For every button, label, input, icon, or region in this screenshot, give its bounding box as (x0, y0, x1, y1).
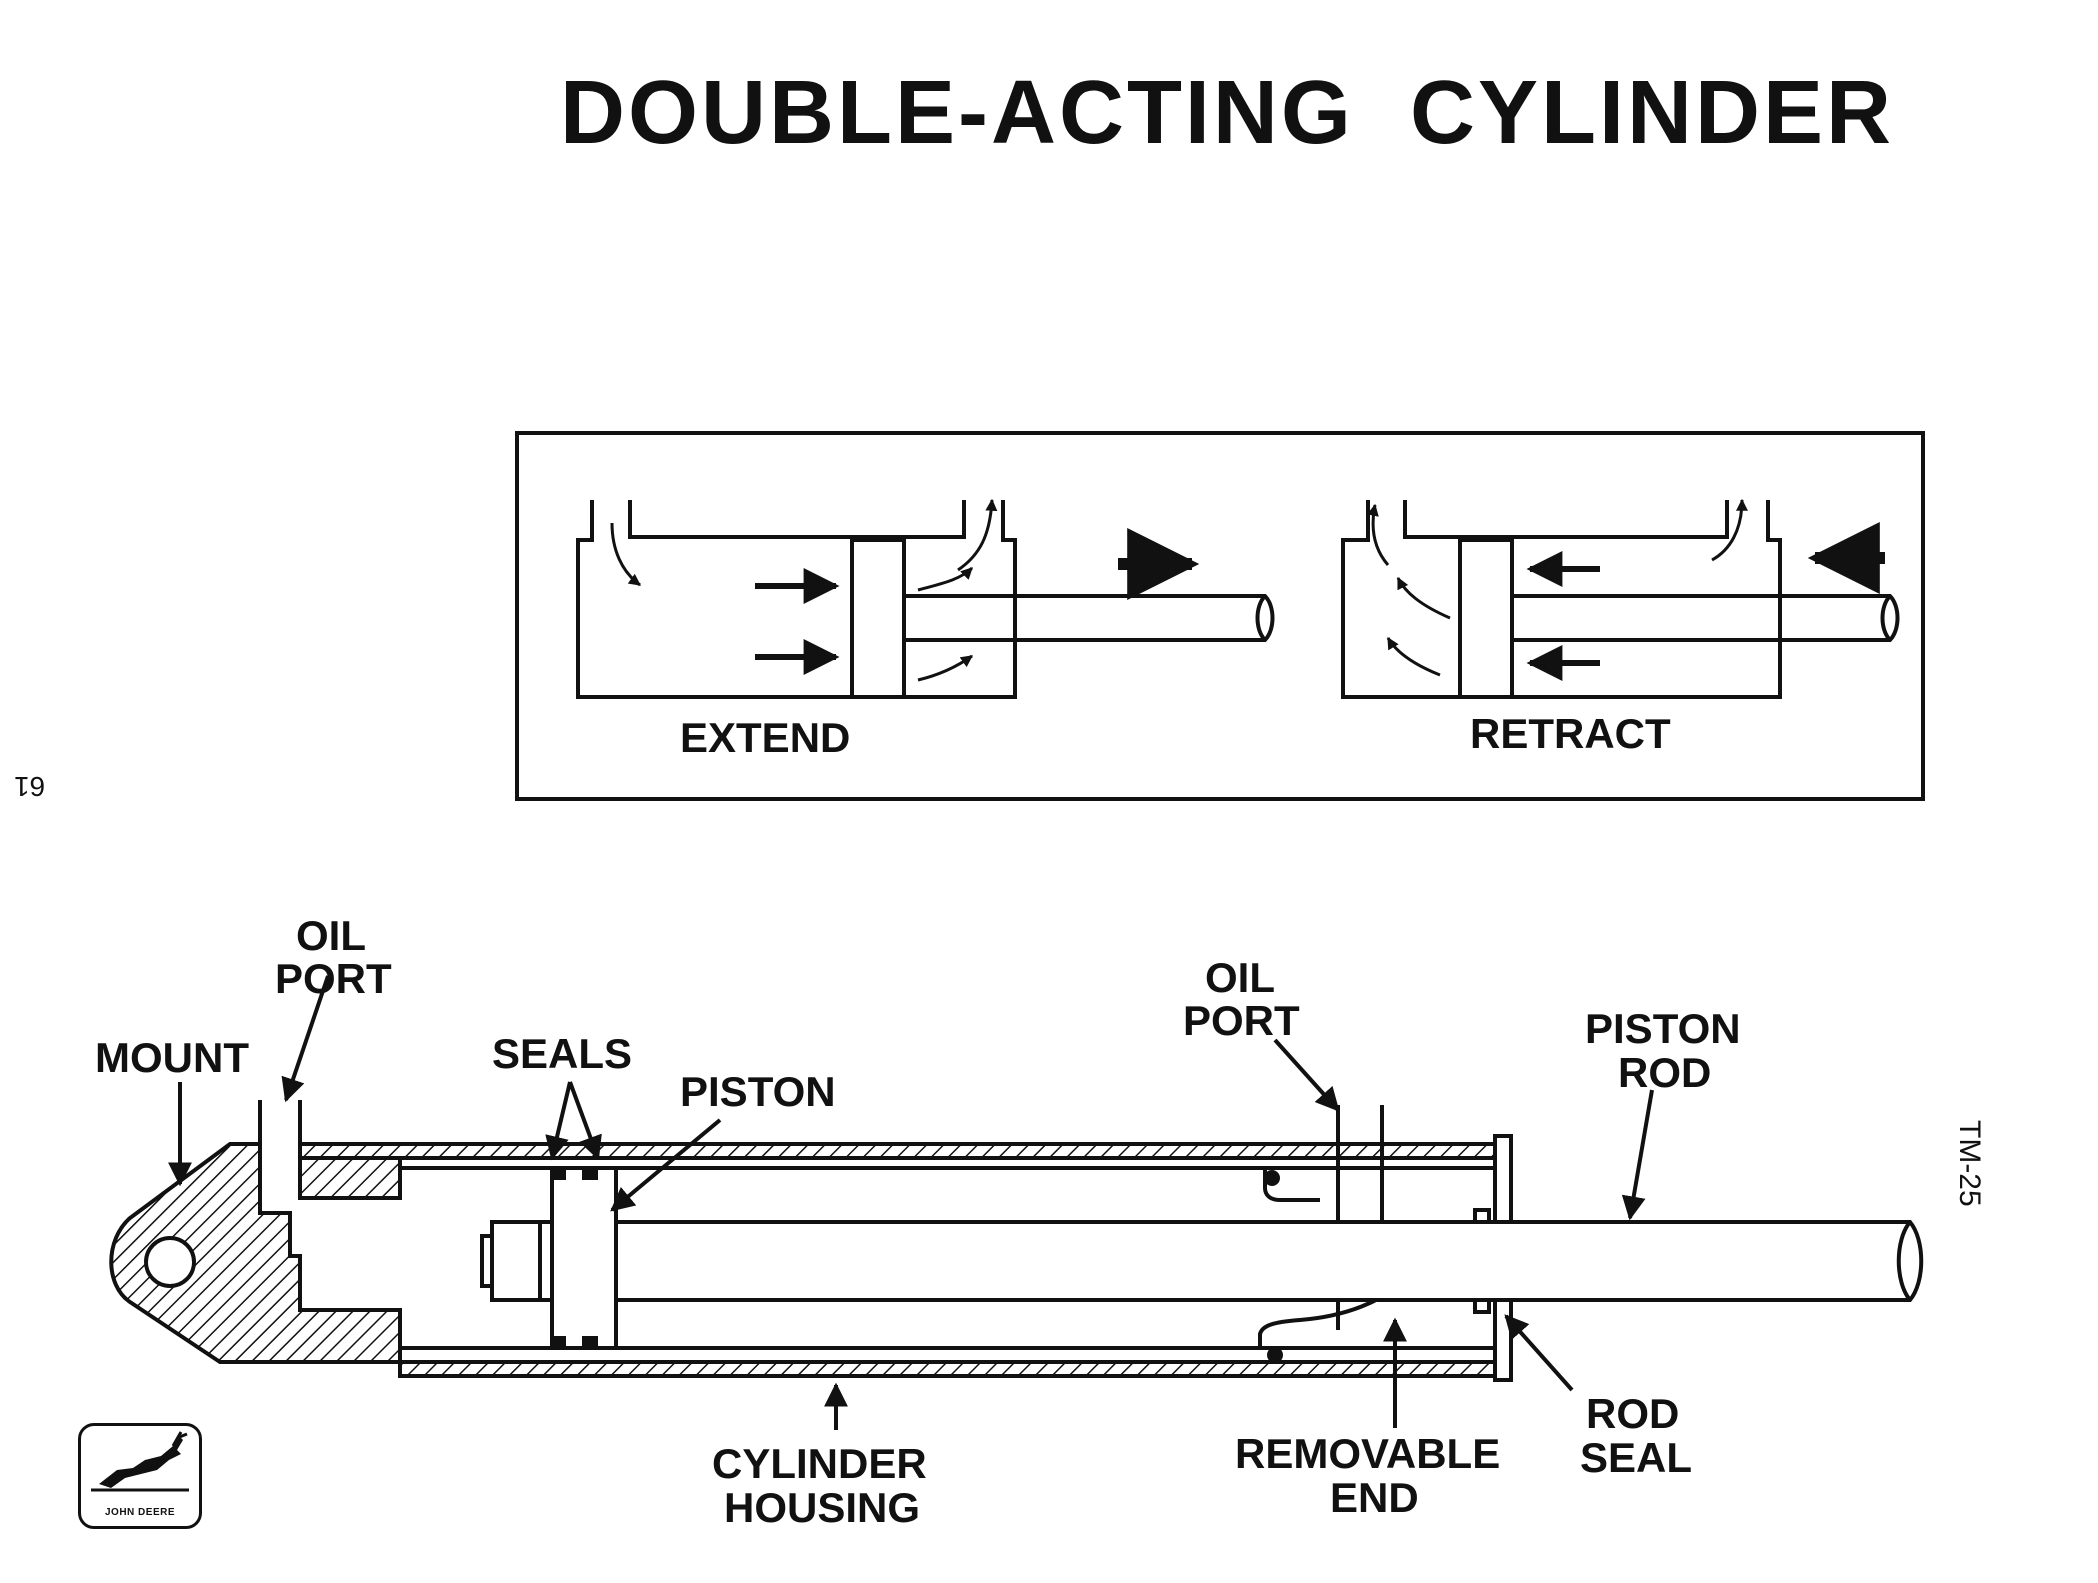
piston-rod (538, 1220, 1924, 1302)
piston-seal (582, 1166, 598, 1180)
retract-flow-arrows (1367, 498, 1885, 681)
rod-seal-label: SEAL (1580, 1434, 1692, 1481)
leader-arrows (168, 975, 1654, 1430)
oil-port-right-label: OIL (1205, 954, 1275, 1001)
page-title: DOUBLE-ACTING CYLINDER (560, 63, 1894, 163)
oil-port-right-label: PORT (1183, 997, 1300, 1044)
john-deere-logo: JOHN DEERE (78, 1423, 202, 1529)
piston-label: PISTON (680, 1068, 836, 1115)
cylinder-housing-label: CYLINDER (712, 1440, 927, 1487)
removable-end-label: END (1330, 1474, 1419, 1521)
main-cylinder (109, 1100, 1924, 1382)
piston-nut (490, 1220, 542, 1302)
logo-text: JOHN DEERE (104, 1507, 175, 1518)
rod-seal (1473, 1208, 1491, 1224)
rod-seal-label: ROD (1586, 1390, 1679, 1437)
retract-diagram (1341, 500, 1900, 699)
piston (550, 1166, 618, 1350)
removable-end-label: REMOVABLE (1235, 1430, 1500, 1477)
leaping-deer-icon (91, 1431, 189, 1492)
piston-seal (582, 1336, 598, 1350)
piston-rod-label: PISTON (1585, 1005, 1741, 1052)
extend-diagram (576, 500, 1275, 699)
piston-seal (550, 1166, 566, 1180)
piston-seal (550, 1336, 566, 1350)
retract-label: RETRACT (1470, 710, 1671, 757)
extend-label: EXTEND (680, 714, 850, 761)
housing-bottom-wall (398, 1360, 1502, 1378)
piston-rod-label: ROD (1618, 1049, 1711, 1096)
extend-flow-arrows (610, 498, 1200, 682)
seals-label: SEALS (492, 1030, 632, 1077)
housing-top-wall (298, 1142, 1502, 1160)
mount-block (109, 1142, 402, 1364)
cylinder-housing-label: HOUSING (724, 1484, 920, 1531)
oil-port-left-label: OIL (296, 912, 366, 959)
mount-label: MOUNT (95, 1034, 249, 1081)
mount-pin-hole (144, 1236, 196, 1288)
oil-port-left-label: PORT (275, 955, 392, 1002)
rod-seal (1473, 1298, 1491, 1314)
mode-panel-frame (515, 431, 1925, 801)
